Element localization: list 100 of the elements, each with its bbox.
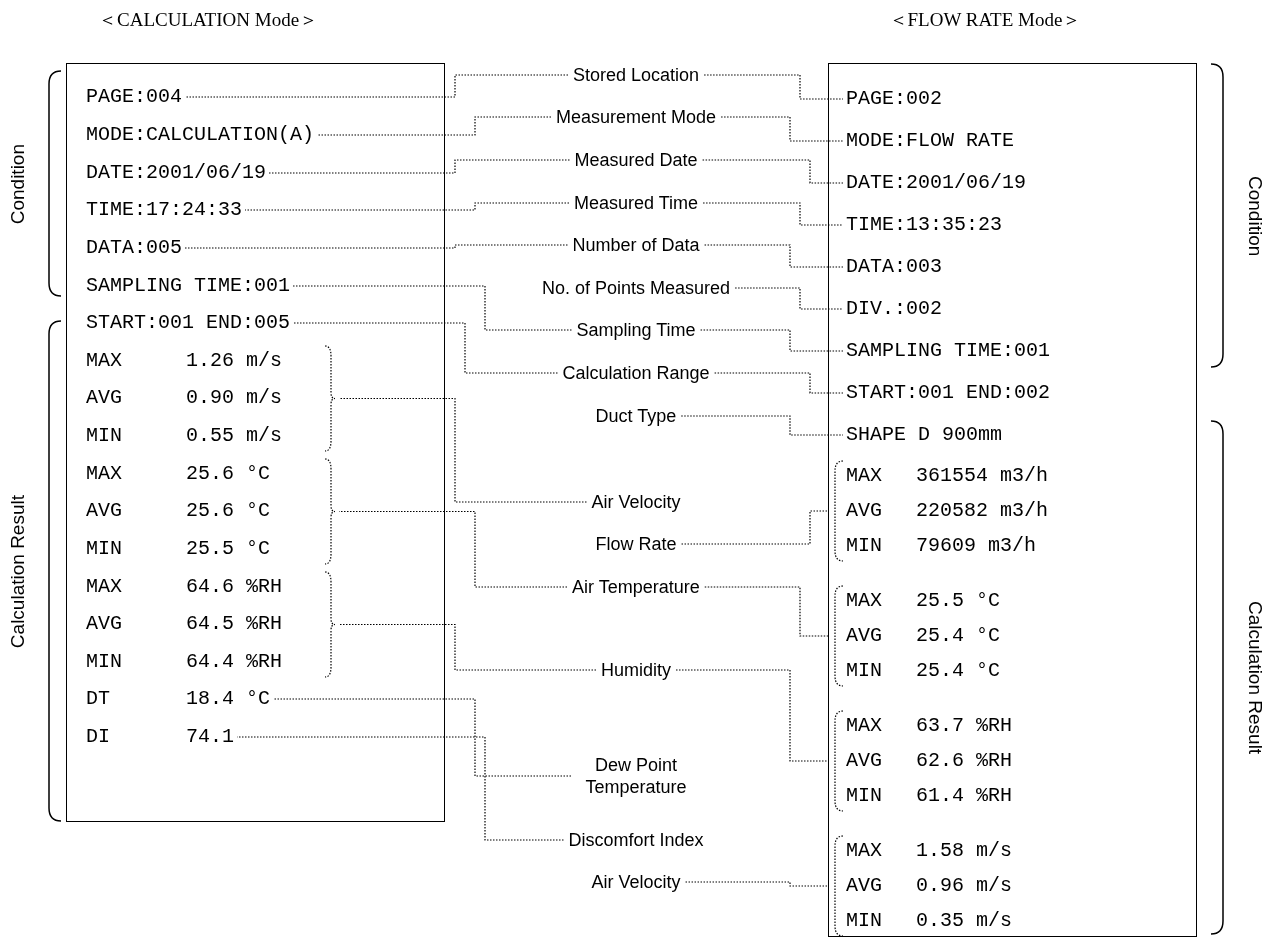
- printout-line: MODE:FLOW RATE: [846, 127, 1015, 155]
- stat-label: AVG: [86, 611, 123, 637]
- stat-label: MAX: [86, 574, 123, 600]
- stat-value: 64.5 %RH: [186, 611, 282, 637]
- stat-label: AVG: [846, 623, 883, 649]
- printout-line: START:001 END:005: [86, 309, 291, 337]
- stat-value: 64.6 %RH: [186, 574, 282, 600]
- stat-label: DI: [86, 724, 111, 750]
- stat-value: 25.6 °C: [186, 461, 270, 487]
- stat-label: MIN: [86, 423, 123, 449]
- leader-line: [236, 736, 565, 841]
- stat-label: MIN: [846, 783, 883, 809]
- section-heading: ＜CALCULATION Mode＞: [98, 8, 319, 32]
- stat-value: 79609 m3/h: [916, 533, 1037, 559]
- printout-line: PAGE:002: [846, 85, 942, 113]
- item-name-label: Air Temperature: [572, 576, 700, 598]
- printout-panel: [66, 63, 445, 822]
- leader-line: [720, 116, 844, 142]
- item-name-label: Flow Rate: [595, 533, 677, 555]
- stat-value: 25.5 °C: [186, 536, 270, 562]
- item-name-label: Humidity: [601, 659, 671, 681]
- printout-line: DATE:2001/06/19: [86, 159, 267, 187]
- printout-line: PAGE:004: [86, 83, 182, 111]
- stat-label: DT: [86, 686, 111, 712]
- item-name-label: Stored Location: [573, 64, 700, 86]
- item-name-label: No. of Points Measured: [542, 277, 731, 299]
- item-name-label: Air Velocity: [591, 491, 681, 513]
- leader-line: [272, 698, 572, 777]
- stat-value: 0.96 m/s: [916, 873, 1012, 899]
- stat-value: 62.6 %RH: [916, 748, 1012, 774]
- stat-value: 361554 m3/h: [916, 463, 1049, 489]
- item-name-label: Measurement Mode: [556, 106, 717, 128]
- stat-value: 0.55 m/s: [186, 423, 282, 449]
- stat-value: 61.4 %RH: [916, 783, 1012, 809]
- leader-line: [680, 415, 844, 436]
- leader-line: [734, 287, 844, 310]
- stat-value: 1.26 m/s: [186, 348, 282, 374]
- stat-value: 25.4 °C: [916, 623, 1000, 649]
- stat-value: 25.6 °C: [186, 498, 270, 524]
- bracket-label: Calculation Result: [1244, 601, 1266, 755]
- section-heading: ＜FLOW RATE Mode＞: [888, 8, 1082, 32]
- stat-label: MIN: [86, 536, 123, 562]
- stat-value: 1.58 m/s: [916, 838, 1012, 864]
- item-name-label: Calculation Range: [562, 362, 710, 384]
- stat-label: MIN: [846, 533, 883, 559]
- stat-label: MAX: [846, 588, 883, 614]
- leader-line: [680, 510, 830, 545]
- leader-line: [184, 244, 569, 249]
- leader-line: [268, 159, 571, 174]
- stat-value: 0.90 m/s: [186, 385, 282, 411]
- item-name-label: Number of Data: [572, 234, 700, 256]
- leader-line: [703, 244, 844, 268]
- stat-label: MIN: [846, 658, 883, 684]
- bracket-label: Condition: [1244, 175, 1266, 256]
- stat-value: 18.4 °C: [186, 686, 270, 712]
- stat-value: 0.35 m/s: [916, 908, 1012, 934]
- stat-value: 64.4 %RH: [186, 649, 282, 675]
- stat-label: MAX: [86, 461, 123, 487]
- leader-line: [338, 623, 597, 671]
- stat-label: MAX: [86, 348, 123, 374]
- stat-value: 220582 m3/h: [916, 498, 1049, 524]
- leader-line: [675, 669, 830, 762]
- printout-line: DATA:003: [846, 253, 942, 281]
- stat-label: MIN: [846, 908, 883, 934]
- leader-line: [702, 202, 844, 226]
- printout-line: DATA:005: [86, 234, 182, 262]
- leader-line: [292, 322, 559, 374]
- item-name-label: Measured Date: [574, 149, 698, 171]
- leader-line: [703, 74, 844, 100]
- printout-line: SAMPLING TIME:001: [846, 337, 1051, 365]
- leader-line: [292, 285, 573, 331]
- leader-line: [704, 586, 830, 637]
- item-name-label: Duct Type: [595, 405, 677, 427]
- printout-line: TIME:17:24:33: [86, 196, 243, 224]
- leader-line: [699, 329, 844, 352]
- leader-line: [316, 116, 552, 136]
- leader-line: [684, 881, 830, 887]
- bracket-label: Condition: [7, 143, 29, 224]
- printout-line: TIME:13:35:23: [846, 211, 1003, 239]
- printout-line: SHAPE D 900mm: [846, 421, 1003, 449]
- stat-value: 74.1: [186, 724, 234, 750]
- item-name-label: Sampling Time: [576, 319, 696, 341]
- bracket-label: Calculation Result: [7, 494, 29, 648]
- leader-line: [338, 510, 568, 588]
- stat-label: AVG: [846, 873, 883, 899]
- leader-line: [702, 159, 844, 184]
- leader-line: [244, 202, 570, 211]
- leader-line: [184, 74, 569, 98]
- printout-line: START:001 END:002: [846, 379, 1051, 407]
- stat-label: MAX: [846, 463, 883, 489]
- stat-label: MIN: [86, 649, 123, 675]
- stat-label: AVG: [86, 498, 123, 524]
- stat-value: 25.5 °C: [916, 588, 1000, 614]
- leader-line: [338, 397, 588, 503]
- stat-label: AVG: [846, 748, 883, 774]
- leader-line: [714, 372, 844, 394]
- stat-label: AVG: [86, 385, 123, 411]
- printout-line: DATE:2001/06/19: [846, 169, 1027, 197]
- stat-label: MAX: [846, 838, 883, 864]
- stat-value: 63.7 %RH: [916, 713, 1012, 739]
